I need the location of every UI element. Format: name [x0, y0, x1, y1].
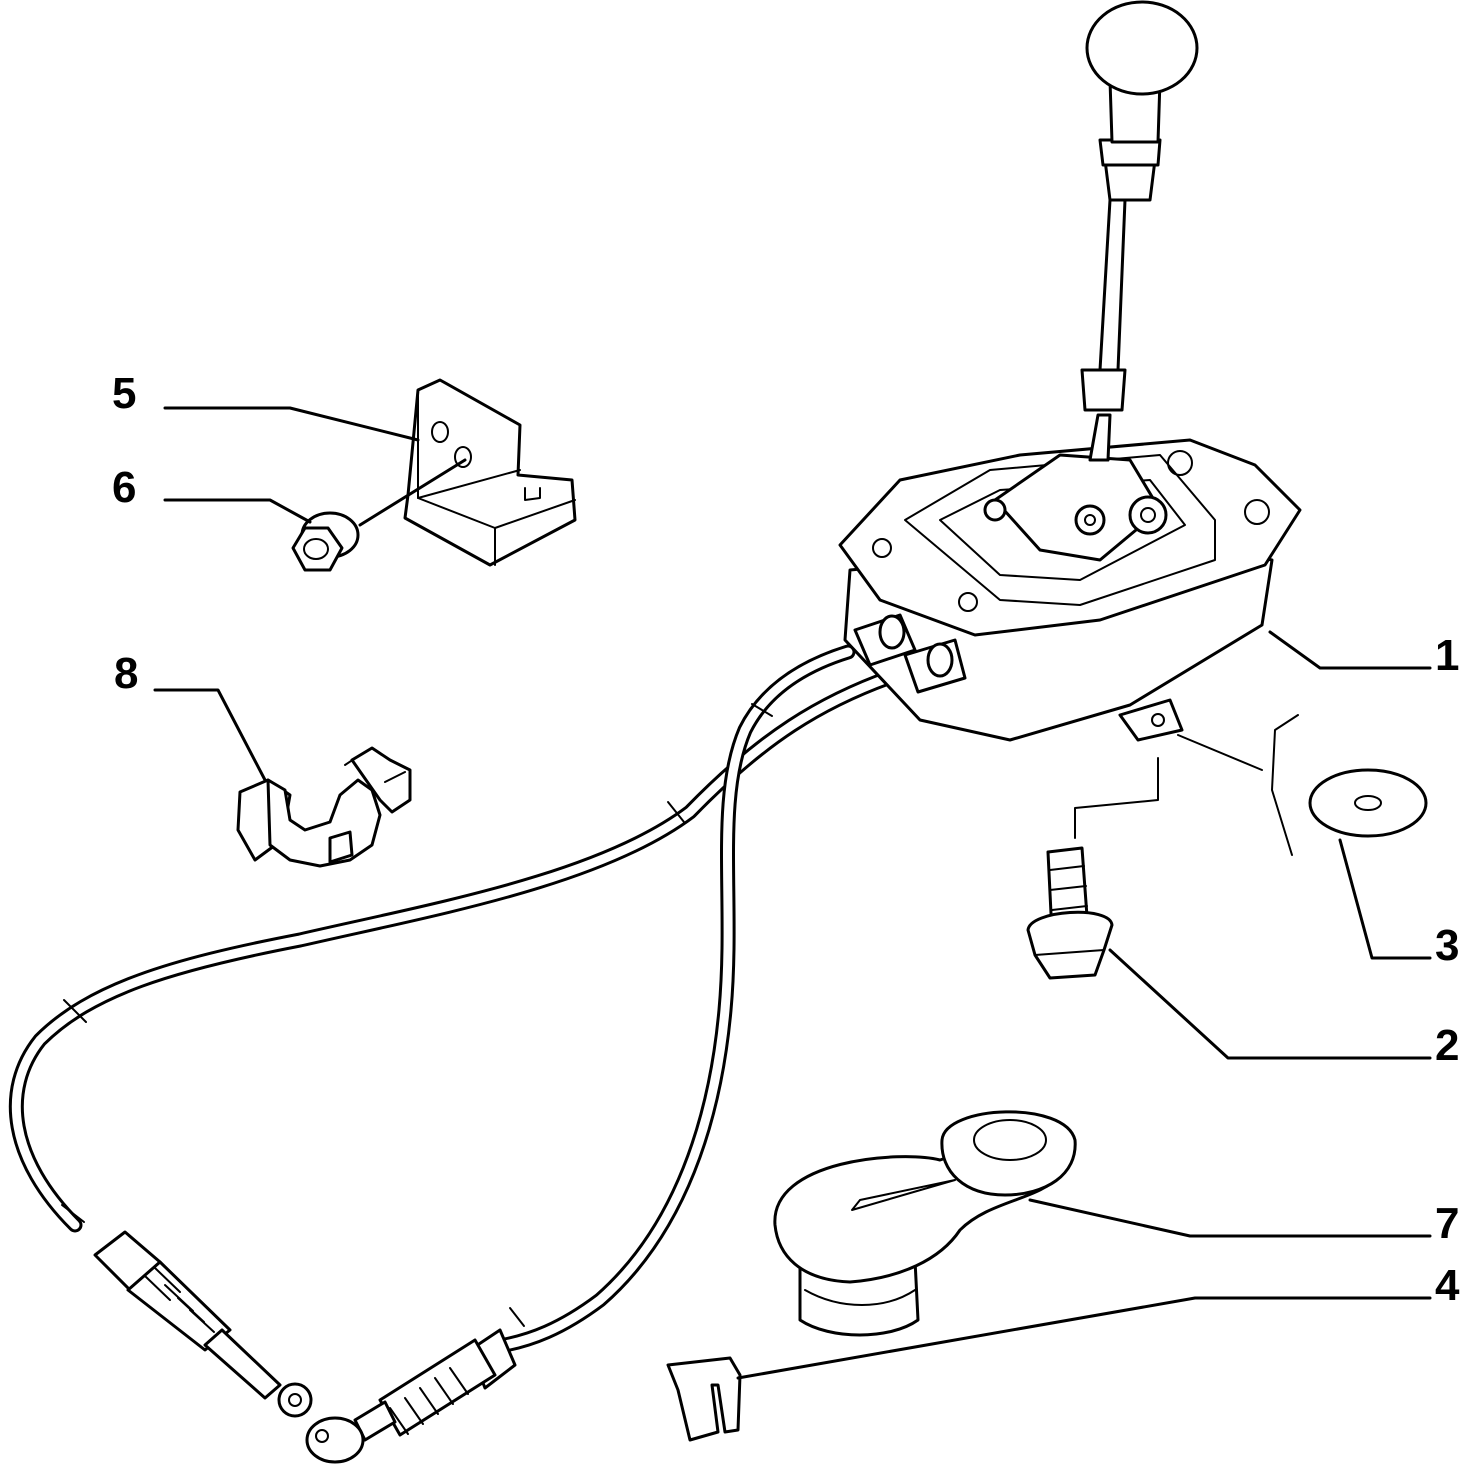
leader-8	[153, 688, 267, 782]
callout-1: 1	[1435, 631, 1459, 680]
cable-a-end-boot	[93, 1230, 313, 1418]
leader-1	[1268, 630, 1432, 670]
leader-6b	[358, 458, 467, 527]
cable-bracket	[403, 378, 577, 567]
flanged-nut	[291, 511, 360, 572]
callout-labels: 1 2 3 4 5 6 7 8	[112, 369, 1460, 1310]
cable-a	[8, 664, 913, 1233]
leader-4	[736, 1296, 1432, 1380]
callout-5: 5	[112, 369, 136, 418]
callout-7: 7	[1435, 1199, 1459, 1248]
leader-2	[1108, 948, 1432, 1060]
callout-3: 3	[1435, 921, 1459, 970]
callout-2: 2	[1435, 1021, 1459, 1070]
callout-6: 6	[112, 463, 136, 512]
gear-shift-lever-assembly	[838, 0, 1302, 742]
cable-clamp	[236, 746, 412, 868]
leader-3	[1338, 838, 1432, 960]
washer	[1308, 768, 1428, 838]
leader-7	[1028, 1198, 1432, 1238]
leader-5	[163, 406, 420, 442]
callout-4: 4	[1435, 1261, 1460, 1310]
shift-cables	[8, 644, 913, 1464]
leader-6	[163, 498, 312, 524]
retaining-clip	[666, 1356, 742, 1442]
cable-b-end-boot	[305, 1328, 517, 1464]
callout-8: 8	[114, 649, 138, 698]
cable-end-lever	[773, 1110, 1077, 1337]
flanged-bolt	[1026, 846, 1114, 980]
leader-lines	[153, 406, 1432, 1380]
